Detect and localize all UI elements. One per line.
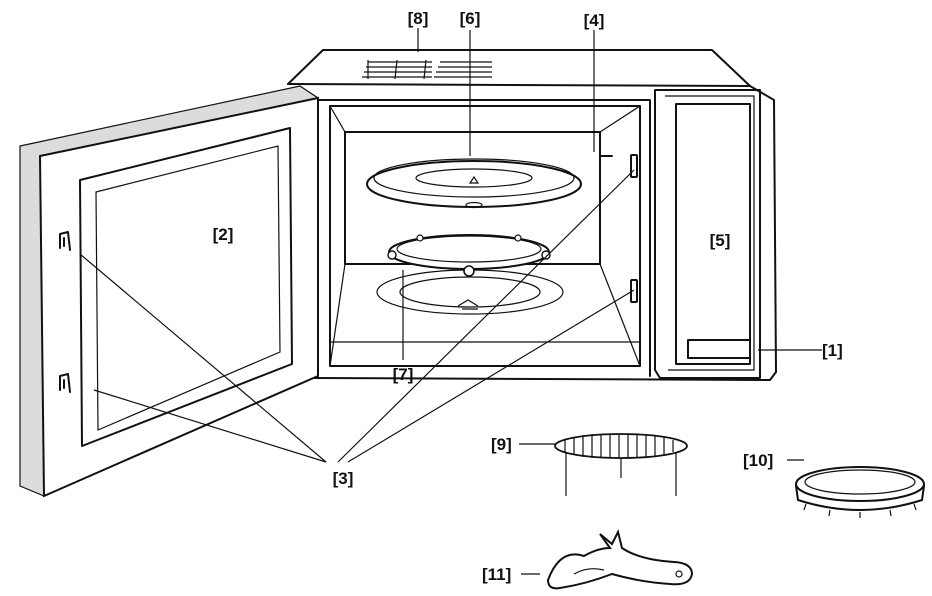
- tray-handle-tong: [546, 529, 694, 590]
- leader-lines: [79, 28, 822, 575]
- spare-roller-ring: [795, 466, 925, 518]
- label-6: [6]: [460, 9, 481, 28]
- label-9: [9]: [491, 435, 512, 454]
- drive-coupler: [457, 299, 479, 310]
- oven-door: [19, 85, 319, 498]
- waveguide-cover: [599, 135, 613, 157]
- cabinet-right-side: [749, 85, 777, 381]
- label-4: [4]: [584, 11, 605, 30]
- cabinet-top-edge: [287, 83, 751, 87]
- cavity-frame: [317, 99, 651, 377]
- glass-tray: [366, 158, 582, 209]
- label-8: [8]: [408, 9, 429, 28]
- display-window: [687, 339, 751, 359]
- door-window: [79, 127, 293, 447]
- label-5: [5]: [710, 231, 731, 250]
- leader-3: [79, 169, 635, 463]
- label-2: [2]: [213, 225, 234, 244]
- microwave-body: [287, 49, 777, 381]
- control-panel: [654, 89, 761, 379]
- label-10: [10]: [743, 451, 773, 470]
- vent-grille: [362, 58, 492, 80]
- door-hook-upper: [59, 231, 71, 251]
- label-1: [1]: [822, 341, 843, 360]
- latch-hole-lower: [630, 279, 638, 303]
- latch-hole-upper: [630, 154, 638, 178]
- cabinet-top: [287, 49, 751, 87]
- oven-cavity: [329, 105, 641, 367]
- roller-ring: [387, 234, 551, 277]
- door-hook-lower: [59, 373, 71, 393]
- label-7: [7]: [393, 365, 414, 384]
- cabinet-bottom: [311, 377, 771, 381]
- wire-rack: [554, 433, 688, 496]
- label-3: [3]: [333, 469, 354, 488]
- label-11: [11]: [482, 565, 511, 584]
- control-panel-face: [675, 103, 751, 365]
- control-panel-outer: [654, 89, 761, 379]
- part-labels: [8] [6] [4] [2] [5] [1] [7] [3] [9] [10]…: [213, 9, 843, 584]
